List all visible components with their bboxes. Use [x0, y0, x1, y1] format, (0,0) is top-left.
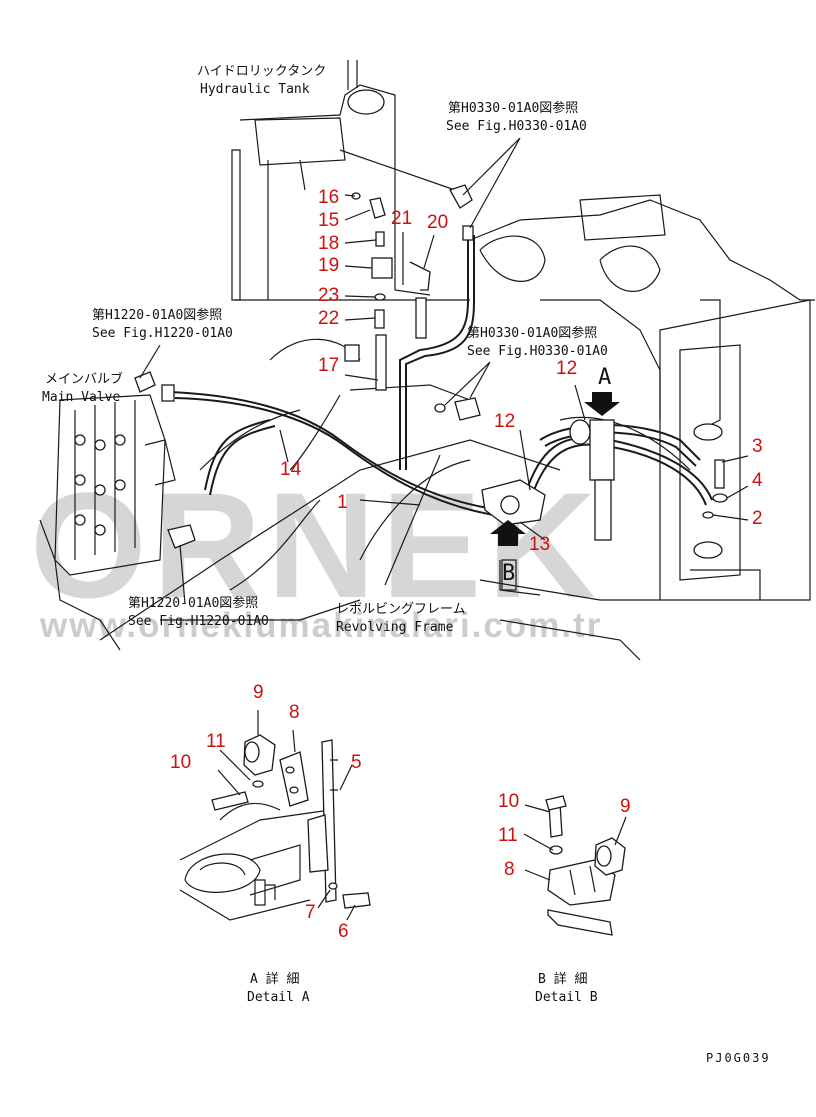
callout-14: 14	[280, 459, 302, 480]
fittings-drawing	[134, 184, 728, 549]
callout-21: 21	[391, 208, 413, 229]
ref-h0330-top-en: See Fig.H0330-01A0	[446, 119, 587, 134]
marker-a: A	[598, 365, 612, 390]
callout-2: 2	[752, 508, 763, 529]
callout-19: 19	[318, 255, 340, 276]
detail-b-callout-9: 9	[620, 796, 631, 817]
ref-h0330-mid-en: See Fig.H0330-01A0	[467, 344, 608, 359]
callout-22: 22	[318, 308, 340, 329]
callout-12-left: 12	[494, 411, 516, 432]
hydraulic-tank-label-jp: ハイドロリックタンク	[197, 64, 327, 79]
ref-h1220-top-jp: 第H1220-01A0図参照	[92, 308, 223, 323]
detail-a-callout-9: 9	[253, 682, 264, 703]
main-valve-label-jp: メインバルブ	[45, 372, 124, 387]
ref-h0330-mid-jp: 第H0330-01A0図参照	[467, 326, 598, 341]
callout-4: 4	[752, 470, 763, 491]
callout-17: 17	[318, 355, 340, 376]
leader-lines	[139, 137, 749, 605]
detail-a-callout-8: 8	[289, 702, 300, 723]
detail-b-title-jp: B 詳 細	[538, 972, 588, 987]
clamps-drawing	[481, 392, 620, 591]
detail-a-callout-7: 7	[305, 902, 316, 923]
revolving-frame-label-en: Revolving Frame	[336, 620, 454, 635]
main-valve-label-en: Main Valve	[42, 390, 121, 405]
callout-18: 18	[318, 233, 340, 254]
ref-h0330-top-jp: 第H0330-01A0図参照	[448, 101, 579, 116]
hydraulic-tank-label-en: Hydraulic Tank	[200, 82, 310, 97]
callout-20: 20	[427, 212, 449, 233]
detail-a-callout-5: 5	[351, 752, 362, 773]
detail-a-drawing	[179, 710, 371, 921]
detail-a-callout-10: 10	[170, 752, 192, 773]
hydraulic-tank-drawing	[231, 60, 470, 301]
revolving-frame-label-jp: レボルビングフレーム	[336, 602, 466, 617]
callout-23: 23	[318, 285, 340, 306]
detail-b-callout-8: 8	[504, 859, 515, 880]
detail-b-drawing	[523, 795, 627, 936]
engine-drawing	[469, 194, 815, 601]
detail-b-callout-11: 11	[498, 825, 518, 846]
ref-h1220-bot-jp: 第H1220-01A0図参照	[128, 596, 259, 611]
callout-3: 3	[752, 436, 763, 457]
detail-a-title-jp: A 詳 細	[250, 972, 300, 987]
callout-12-right: 12	[556, 358, 578, 379]
detail-a-callout-6: 6	[338, 921, 349, 942]
ref-h1220-top-en: See Fig.H1220-01A0	[92, 326, 233, 341]
detail-b-title-en: Detail B	[535, 990, 598, 1005]
marker-b: B	[502, 561, 516, 586]
detail-a-title-en: Detail A	[247, 990, 310, 1005]
callout-1: 1	[337, 492, 348, 513]
detail-b-callout-10: 10	[498, 791, 520, 812]
hoses-drawing	[169, 235, 713, 517]
main-valve-drawing	[39, 394, 176, 651]
ref-h1220-bot-en: See Fig.H1220-01A0	[128, 614, 269, 629]
drawing-code: PJ0G039	[706, 1051, 771, 1065]
callout-16: 16	[318, 187, 340, 208]
callout-15: 15	[318, 210, 340, 231]
detail-a-callout-11: 11	[206, 731, 226, 752]
callout-13: 13	[529, 534, 551, 555]
